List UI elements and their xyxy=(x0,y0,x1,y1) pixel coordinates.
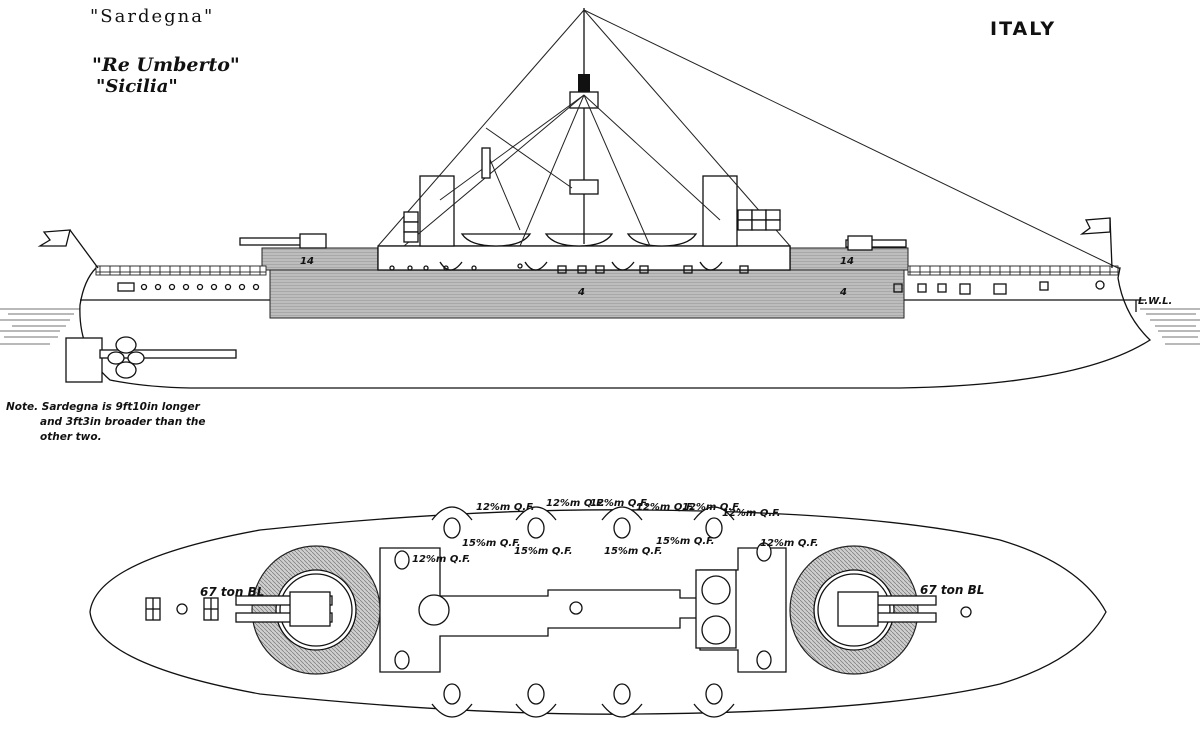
bow-flag xyxy=(37,229,99,269)
armor-thickness-aft: 14 xyxy=(840,256,854,267)
fore-main-guns xyxy=(239,233,327,249)
belt-thickness-b: 4 xyxy=(839,287,847,298)
fighting-top-upper xyxy=(569,91,599,109)
propeller-assembly xyxy=(65,336,237,383)
funnel-base-2 xyxy=(701,615,731,645)
fighting-top-lower xyxy=(569,179,599,195)
qf12-label-side: 12%m Q.F. xyxy=(412,554,471,565)
size-note: Note. Sardegna is 9ft10in longer and 3ft… xyxy=(6,400,205,445)
qf15-label-c: 15%m Q.F. xyxy=(604,546,663,557)
fore-scuttles xyxy=(117,282,260,292)
citadel-ports xyxy=(389,261,749,274)
qf12-label-f: 12%m Q.F. xyxy=(722,508,781,519)
stern-hatch xyxy=(960,606,972,618)
boat-2 xyxy=(544,233,614,247)
fore-bridge-stack xyxy=(403,211,419,243)
main-gun-label-aft: 67 ton BL xyxy=(920,583,984,597)
boat-3 xyxy=(626,233,698,247)
derrick-block xyxy=(481,147,491,179)
qf12-label-e: 12%m Q.F. xyxy=(682,502,741,513)
side-qf-guns xyxy=(394,542,772,670)
ship-name-sicilia: "Sicilia" xyxy=(96,76,178,97)
fore-barbette xyxy=(261,247,379,271)
funnel-base-1 xyxy=(701,575,731,605)
fore-funnel xyxy=(419,175,455,247)
central-structure xyxy=(379,547,787,673)
rigging xyxy=(377,9,1119,269)
country-label: ITALY xyxy=(990,18,1057,40)
sponsons-bottom xyxy=(431,683,735,718)
qf15-label-a: 15%m Q.F. xyxy=(462,538,521,549)
aft-bridge-stack xyxy=(737,209,781,231)
qf12-label-c: 12%m Q.F. xyxy=(590,498,649,509)
aft-turret xyxy=(789,545,937,675)
qf15-label-b: 15%m Q.F. xyxy=(514,546,573,557)
armor-belt xyxy=(269,269,905,319)
qf15-label-d: 15%m Q.F. xyxy=(656,536,715,547)
note-line-2: and 3ft3in broader than the xyxy=(40,416,206,428)
mast-base xyxy=(569,601,583,615)
fore-railing xyxy=(95,265,267,276)
main-gun-label-fore: 67 ton BL xyxy=(200,585,264,599)
aft-scuttles xyxy=(893,280,1105,295)
sea-lines xyxy=(0,308,1200,345)
ship-name-re-umberto: "Re Umberto" xyxy=(92,54,240,76)
sponsons-top xyxy=(431,506,735,539)
belt-thickness-a: 4 xyxy=(577,287,585,298)
hull-outline xyxy=(79,267,1152,389)
qf12-label-b: 12%m Q.F. xyxy=(546,498,605,509)
note-line-1: Note. Sardegna is 9ft10in longer xyxy=(6,401,200,413)
aft-main-guns xyxy=(845,235,907,251)
bow-hatches xyxy=(145,597,219,621)
mast-top-detail xyxy=(578,74,590,92)
qf12-label-d: 12%m Q.F. xyxy=(636,502,695,513)
note-line-3: other two. xyxy=(40,431,102,443)
ship-name-sardegna: "Sardegna" xyxy=(90,6,215,27)
boat-1 xyxy=(460,233,532,247)
side-elevation: 14 14 4 4 xyxy=(0,8,1200,389)
funnel-base-fore xyxy=(418,594,450,626)
stern-flag xyxy=(1079,217,1113,269)
armor-thickness-fore: 14 xyxy=(300,256,314,267)
qf12-label-g: 12%m Q.F. xyxy=(760,538,819,549)
deck-plan: 67 ton BL 67 ton BL 12%m Q.F. 12%m Q.F. … xyxy=(89,498,1107,718)
aft-funnel xyxy=(702,175,738,247)
qf12-label-a: 12%m Q.F. xyxy=(476,502,535,513)
waterline-label: L.W.L. xyxy=(1138,296,1173,307)
aft-railing xyxy=(907,265,1119,276)
fore-turret xyxy=(235,545,381,675)
